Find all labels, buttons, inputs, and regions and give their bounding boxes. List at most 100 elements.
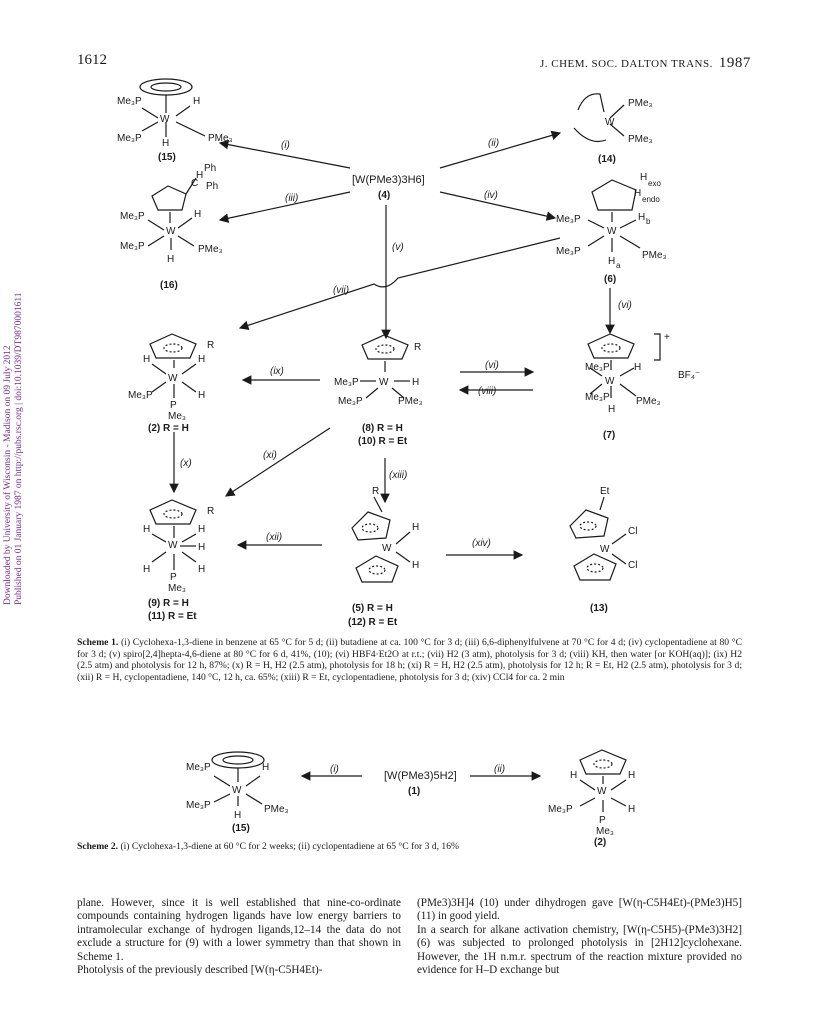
compound-label-15: (15)	[158, 152, 176, 163]
svg-text:P: P	[599, 815, 606, 826]
journal-year: 1987	[718, 55, 751, 71]
svg-text:PMe₃: PMe₃	[198, 244, 223, 255]
svg-text:H: H	[193, 96, 200, 107]
scheme2-caption: Scheme 2. (i) Cyclohexa-1,3-diene at 60 …	[77, 841, 637, 853]
svg-text:H: H	[608, 256, 615, 267]
compound-2-structure	[149, 333, 197, 398]
compound-label-7: (7)	[603, 430, 616, 441]
svg-text:H: H	[608, 404, 615, 415]
svg-text:BF₄⁻: BF₄⁻	[678, 370, 700, 381]
svg-text:R: R	[414, 342, 421, 353]
svg-text:endo: endo	[642, 195, 660, 204]
svg-text:PMe₃: PMe₃	[264, 804, 289, 815]
svg-text:W: W	[166, 226, 176, 237]
svg-text:H: H	[198, 524, 205, 535]
arrow-label-iii: (iii)	[285, 193, 299, 204]
scheme2-center-reagent: [W(PMe3)5H2]	[384, 770, 457, 782]
compound-label-5: (5) R = H	[352, 603, 393, 614]
svg-text:Me₃: Me₃	[596, 826, 614, 837]
arrow-label-vii: (vii)	[333, 285, 350, 296]
scheme2-compound-15-structure	[211, 751, 265, 806]
svg-text:W: W	[382, 543, 392, 554]
svg-text:H: H	[412, 560, 419, 571]
svg-text:b: b	[646, 217, 651, 226]
body-column-left: plane. However, since it is well establi…	[77, 897, 401, 977]
svg-text:Me₃P: Me₃P	[128, 390, 153, 401]
svg-text:+: +	[664, 332, 670, 343]
compound-9-structure	[149, 499, 197, 570]
svg-text:H: H	[628, 804, 635, 815]
compound-label-9: (9) R = H	[148, 598, 189, 609]
svg-text:H: H	[198, 390, 205, 401]
scheme2-arrow-label-ii: (ii)	[494, 764, 506, 775]
svg-text:H: H	[634, 188, 641, 199]
svg-text:P: P	[170, 400, 177, 411]
svg-text:H: H	[194, 209, 201, 220]
compound-label-11: (11) R = Et	[148, 611, 197, 622]
svg-text:H: H	[162, 138, 169, 149]
arrow-i	[218, 139, 351, 169]
body-column-right: (PMe3)3H]4 (10) under dihydrogen gave [W…	[417, 897, 742, 977]
svg-text:H: H	[167, 254, 174, 265]
svg-text:W: W	[160, 114, 170, 125]
compound-label-16: (16)	[160, 280, 178, 291]
svg-text:H: H	[198, 542, 205, 553]
svg-text:PMe₃: PMe₃	[642, 250, 667, 261]
svg-text:Ph: Ph	[204, 163, 216, 174]
compound-label-10: (10) R = Et	[358, 436, 408, 447]
svg-text:Me₃P: Me₃P	[585, 362, 610, 373]
svg-text:H: H	[412, 522, 419, 533]
svg-text:H: H	[198, 564, 205, 575]
svg-text:Me₃P: Me₃P	[117, 96, 142, 107]
compound-15-structure	[139, 78, 206, 137]
svg-text:Me₃P: Me₃P	[120, 211, 145, 222]
arrow-label-vi: (vi)	[485, 360, 499, 371]
svg-text:Me₃: Me₃	[168, 411, 186, 422]
scheme1-caption-title: Scheme 1.	[77, 637, 119, 648]
svg-text:H: H	[412, 377, 419, 388]
svg-text:H: H	[143, 354, 150, 365]
svg-text:W: W	[168, 540, 178, 551]
svg-text:Me₃P: Me₃P	[120, 241, 145, 252]
svg-text:Cl: Cl	[628, 526, 637, 537]
svg-text:W: W	[607, 226, 617, 237]
svg-text:PMe₃: PMe₃	[636, 396, 661, 407]
arrow-label-viii: (viii)	[478, 386, 497, 397]
svg-text:Me₃: Me₃	[168, 583, 186, 594]
scheme2-center-number: (1)	[408, 786, 421, 797]
svg-text:Me₃P: Me₃P	[338, 396, 363, 407]
scheme1-caption-text: (i) Cyclohexa-1,3-diene in benzene at 65…	[77, 637, 742, 683]
svg-text:H: H	[196, 170, 203, 181]
svg-text:Me₃P: Me₃P	[117, 133, 142, 144]
svg-text:PMe₃: PMe₃	[208, 133, 233, 144]
compound-label-8: (8) R = H	[362, 423, 403, 434]
arrow-vii	[238, 237, 561, 330]
svg-text:H: H	[198, 354, 205, 365]
svg-text:Me₃P: Me₃P	[556, 246, 581, 257]
compound-6-structure	[587, 179, 641, 252]
svg-text:PMe₃: PMe₃	[628, 134, 653, 145]
compound-5-structure	[351, 496, 411, 583]
svg-text:H: H	[234, 810, 241, 821]
svg-text:a: a	[616, 261, 621, 270]
svg-text:W: W	[597, 786, 607, 797]
scheme2-caption-text: (i) Cyclohexa-1,3-diene at 60 °C for 2 w…	[120, 841, 459, 852]
arrow-label-xi: (xi)	[263, 450, 277, 461]
svg-text:PMe₃: PMe₃	[628, 98, 653, 109]
svg-text:P: P	[170, 572, 177, 583]
scheme2-compound-2-structure	[579, 749, 627, 812]
svg-text:H: H	[570, 770, 577, 781]
arrow-label-v: (v)	[392, 242, 404, 253]
arrow-ii	[439, 130, 562, 169]
scheme2-compound-label-2: (2)	[594, 837, 607, 848]
svg-text:R: R	[372, 486, 379, 497]
svg-text:H: H	[628, 770, 635, 781]
svg-text:H: H	[638, 212, 645, 223]
arrow-iii	[218, 191, 351, 223]
svg-text:R: R	[207, 340, 214, 351]
scheme2-compound-label-15: (15)	[232, 823, 250, 834]
compound-label-6: (6)	[604, 274, 617, 285]
svg-text:Me₃P: Me₃P	[186, 762, 211, 773]
svg-text:H: H	[143, 564, 150, 575]
